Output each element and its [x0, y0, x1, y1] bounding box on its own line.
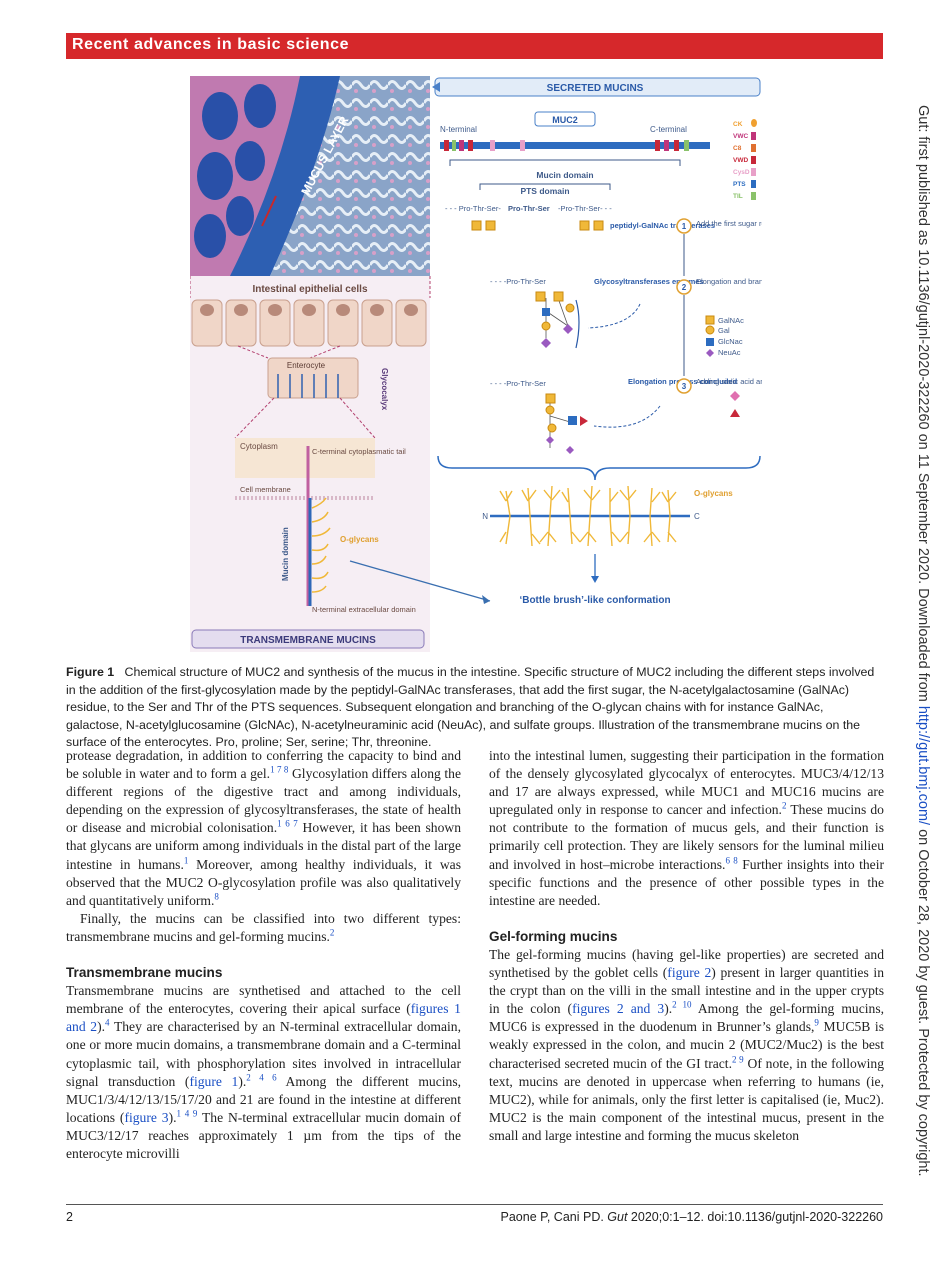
legend-vwc: VWC: [733, 133, 748, 140]
legend-c8: C8: [733, 145, 742, 152]
legend-ck: CK: [733, 121, 743, 128]
page-number: 2: [66, 1210, 73, 1224]
sugar-neuac: NeuAc: [718, 348, 741, 357]
legend-til: TIL: [733, 193, 743, 200]
secreted-title: SECRETED MUCINS: [547, 83, 644, 94]
sidebar-text-end: on October 28, 2020 by guest. Protected …: [915, 825, 931, 1177]
section-heading: Gel-forming mucins: [489, 928, 618, 944]
legend-pts: PTS: [733, 181, 746, 188]
mucin-domain-v-label: Mucin domain: [281, 527, 290, 581]
n-extra-label: N-terminal extracellular domain: [312, 605, 416, 614]
figure-link[interactable]: figures 2 and 3: [572, 1001, 665, 1017]
bottle-brush-label: ‘Bottle brush’-like conformation: [519, 595, 670, 606]
transmembrane-title: TRANSMEMBRANE MUCINS: [240, 635, 376, 646]
left-column: protease degradation, in addition to con…: [66, 747, 461, 1163]
cell-membrane-label: Cell membrane: [240, 485, 291, 494]
paragraph: protease degradation, in addition to con…: [66, 748, 462, 908]
brush-n-label: N: [482, 512, 488, 521]
step2-enzyme: Glycosyltransferases enzymes: [594, 277, 704, 286]
reference-link[interactable]: 1: [183, 855, 189, 866]
step2-desc: Elongation and branching of the O-glycan…: [696, 277, 762, 286]
reference-link[interactable]: 2 9: [731, 1053, 744, 1064]
sugar-glcnac: GlcNac: [718, 337, 743, 346]
section-title: Recent advances in basic science: [72, 36, 350, 53]
glycocalyx-label: Glycocalyx: [380, 368, 389, 411]
step2-number: 2: [682, 283, 687, 292]
sugar-gal: Gal: [718, 326, 730, 335]
mucin-domain-label: Mucin domain: [536, 170, 593, 180]
footer-citation: Paone P, Cani PD. Gut 2020;0:1–12. doi:1…: [500, 1210, 883, 1224]
sidebar-link[interactable]: http://gut.bmj.com/: [915, 705, 931, 826]
step2-seq: - - - -Pro-Thr-Ser: [490, 277, 546, 286]
reference-link[interactable]: 9: [814, 1017, 819, 1028]
step1-desc: Add the first sugar residue GalNAc: [696, 219, 762, 228]
c-tail-label: C-terminal cytoplasmatic tail: [312, 447, 406, 456]
sugar-galnac: GalNAc: [718, 316, 744, 325]
copyright-sidebar: Gut: first published as 10.1136/gutjnl-2…: [905, 105, 931, 1255]
figure-link[interactable]: figure 1: [189, 1073, 239, 1089]
journal-name: Gut: [607, 1210, 628, 1224]
o-glycans-label-2: O-glycans: [340, 535, 379, 544]
pts-seq-left: - - - Pro-Thr-Ser-: [445, 204, 501, 213]
reference-link[interactable]: 2 10: [672, 999, 692, 1010]
figure-link[interactable]: figure 2: [667, 965, 712, 981]
muc2-label: MUC2: [552, 115, 578, 125]
n-terminal-label: N-terminal: [440, 125, 477, 134]
reference-link[interactable]: 6 8: [725, 855, 738, 866]
paragraph: Transmembrane mucins are synthetised and…: [66, 983, 462, 1161]
pts-seq-right: -Pro-Thr-Ser- - -: [558, 204, 612, 213]
caption-label: Figure 1: [66, 665, 115, 679]
paragraph: The gel-forming mucins (having gel-like …: [489, 946, 885, 1143]
epithelial-label: Intestinal epithelial cells: [252, 284, 367, 295]
footer-rule: [66, 1204, 883, 1205]
cytoplasm-label: Cytoplasm: [240, 442, 278, 451]
reference-link[interactable]: 2: [329, 927, 335, 938]
paragraph: Finally, the mucins can be classified in…: [66, 910, 461, 944]
section-heading: Transmembrane mucins: [66, 965, 223, 981]
pts-seq-mid: Pro-Thr-Ser: [508, 204, 550, 213]
legend-cysd: CysD: [733, 169, 750, 176]
right-column: into the intestinal lumen, suggesting th…: [489, 747, 884, 1145]
reference-link[interactable]: 1 6 7: [277, 818, 298, 829]
figure-link[interactable]: figures 1 and 2: [66, 1001, 461, 1035]
sidebar-text: Gut: first published as 10.1136/gutjnl-2…: [915, 105, 931, 706]
paragraph: into the intestinal lumen, suggesting th…: [489, 748, 884, 908]
reference-link[interactable]: 2 4 6: [246, 1072, 277, 1083]
step1-enzyme: peptidyl-GalNAc transferases: [610, 221, 715, 230]
enterocyte-label: Enterocyte: [287, 361, 326, 370]
figure-1: MUCUS LAYER Intestinal epithelial cells …: [190, 76, 762, 652]
o-glycans-label: O-glycans: [694, 489, 733, 498]
reference-link[interactable]: 8: [214, 891, 219, 902]
reference-link[interactable]: 4: [105, 1017, 110, 1028]
figure-caption: Figure 1 Chemical structure of MUC2 and …: [66, 664, 883, 752]
pts-domain-label: PTS domain: [520, 186, 569, 196]
reference-link[interactable]: 1 7 8: [270, 764, 289, 775]
step3-desc: Adding sialic acid and fucose residues: [696, 377, 762, 386]
reference-link[interactable]: 2: [781, 800, 787, 811]
section-banner: Recent advances in basic science: [66, 33, 883, 59]
figure-link[interactable]: figure 3: [124, 1109, 169, 1125]
step3-seq: - - - -Pro-Thr-Ser: [490, 379, 546, 388]
c-terminal-label: C-terminal: [650, 125, 687, 134]
brush-c-label: C: [694, 512, 700, 521]
caption-text: Chemical structure of MUC2 and synthesis…: [66, 665, 875, 750]
reference-link[interactable]: 1 4 9: [176, 1108, 198, 1119]
step3-number: 3: [682, 382, 687, 391]
step1-number: 1: [682, 222, 687, 231]
legend-vwd: VWD: [733, 157, 748, 164]
